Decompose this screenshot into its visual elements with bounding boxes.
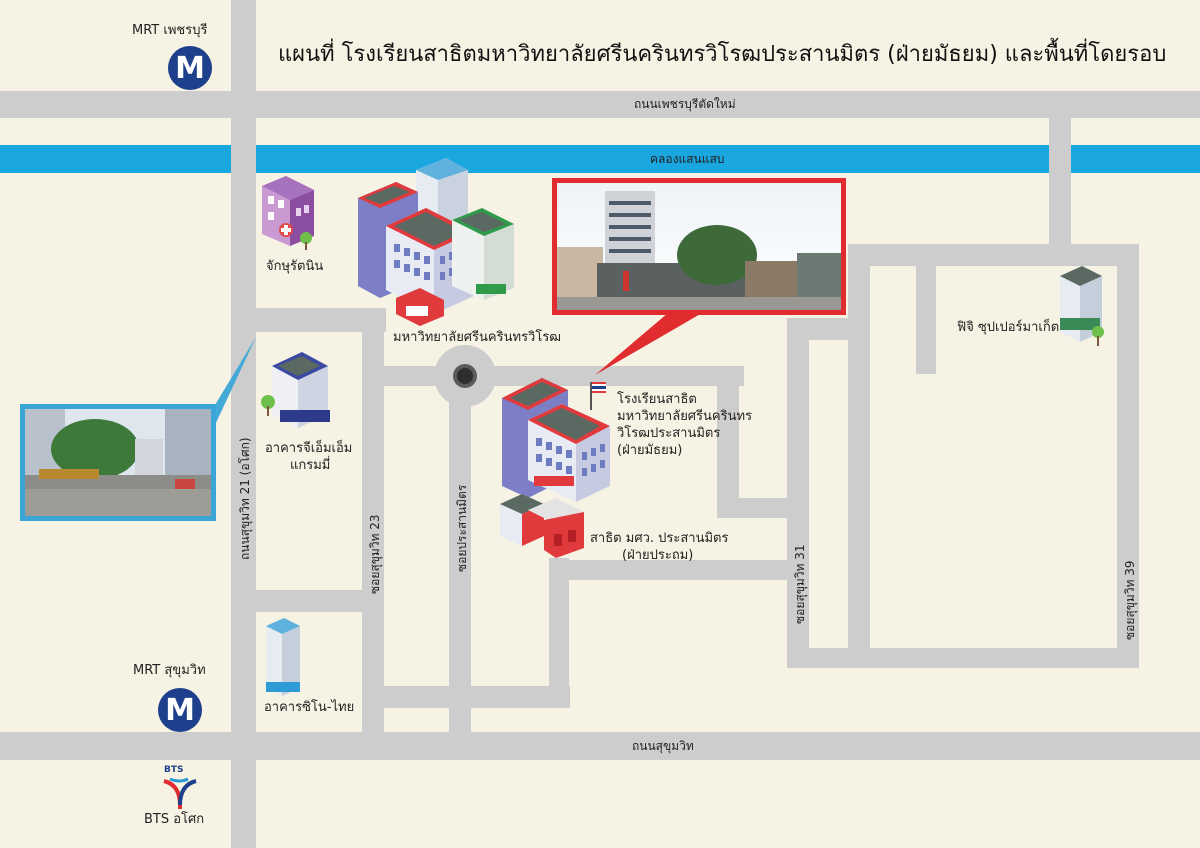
- road-soi-23: [362, 308, 384, 732]
- road-label-petchaburi: ถนนเพชรบุรีตัดใหม่: [634, 97, 736, 111]
- page-title: แผนที่ โรงเรียนสาธิตมหาวิทยาลัยศรีนครินท…: [278, 42, 1167, 67]
- road-petchaburi: [0, 91, 1200, 118]
- road-label-soi-23: ซอยสุขุมวิท 23: [368, 514, 382, 594]
- place-label-school-line1: โรงเรียนสาธิต: [617, 392, 697, 407]
- place-label-fuji: ฟิจิ ซุปเปอร์มาเก็ต: [957, 320, 1060, 335]
- canal-saen-saep: [0, 145, 1200, 173]
- bts-logo-text: BTS: [164, 765, 184, 775]
- building-jakrutanin: [262, 176, 314, 250]
- place-label-jakrutanin: จักษุรัตนิน: [266, 259, 324, 274]
- photo-asok-road: [20, 404, 216, 521]
- road-sukhumvit-21: [231, 0, 256, 848]
- place-label-primary-line1: สาธิต มศว. ประสานมิตร: [590, 531, 729, 546]
- road-local: [1049, 118, 1071, 245]
- mrt-logo-icon: M: [158, 688, 202, 732]
- road-local: [787, 318, 867, 340]
- building-fuji-supermarket: [1060, 266, 1104, 346]
- building-school-primary: [500, 494, 584, 558]
- road-soi-31: [787, 318, 809, 668]
- road-sukhumvit: [0, 732, 1200, 760]
- road-label-soi-39: ซอยสุขุมวิท 39: [1123, 560, 1137, 640]
- road-local: [916, 244, 936, 374]
- road-label-soi-prasanmit: ซอยประสานมิตร: [455, 484, 469, 572]
- building-school-secondary: [502, 378, 610, 502]
- road-local: [848, 244, 1138, 266]
- road-local: [256, 590, 364, 612]
- building-sino-thai: [266, 618, 300, 696]
- place-label-gmm-line1: อาคารจีเอ็มเอ็ม: [265, 441, 353, 456]
- place-label-school-line4: (ฝ่ายมัธยม): [617, 443, 683, 458]
- road-soi-39: [1117, 244, 1139, 668]
- road-local: [717, 498, 809, 518]
- road-label-sukhumvit: ถนนสุขุมวิท: [632, 739, 694, 753]
- canal-label: คลองแสนแสบ: [650, 152, 725, 166]
- road-local: [549, 558, 569, 708]
- mrt-logo-icon: M: [168, 46, 212, 90]
- station-label-mrt-petchaburi: MRT เพชรบุรี: [132, 23, 208, 38]
- photo-pointer-top: [595, 313, 702, 375]
- road-local: [848, 244, 870, 650]
- station-label-bts-asok: BTS อโศก: [144, 812, 205, 827]
- building-university: [358, 158, 514, 326]
- road-local: [384, 686, 570, 708]
- building-gmm-grammy: [261, 352, 330, 428]
- place-label-university: มหาวิทยาลัยศรีนครินทรวิโรฒ: [393, 330, 562, 345]
- photo-school-street: [552, 178, 846, 315]
- place-label-school-line2: มหาวิทยาลัยศรีนครินทร: [617, 409, 753, 424]
- place-label-primary-line2: (ฝ่ายประถม): [622, 548, 694, 563]
- photo-pointer-left: [215, 337, 256, 425]
- station-label-mrt-sukhumvit: MRT สุขุมวิท: [133, 663, 206, 678]
- place-label-sino-thai: อาคารซิโน-ไทย: [264, 700, 355, 715]
- road-local: [717, 366, 739, 516]
- road-local: [787, 648, 1137, 668]
- place-label-gmm-line2: แกรมมี่: [290, 458, 331, 473]
- road-soi-prasanmit: [449, 372, 471, 732]
- road-label-soi-31: ซอยสุขุมวิท 31: [793, 544, 807, 624]
- road-label-sukhumvit-21: ถนนสุขุมวิท 21 (อโศก): [238, 437, 252, 560]
- bts-logo-icon: BTS: [160, 765, 200, 809]
- place-label-school-line3: วิโรฒประสานมิตร: [617, 426, 721, 441]
- road-local: [549, 560, 789, 580]
